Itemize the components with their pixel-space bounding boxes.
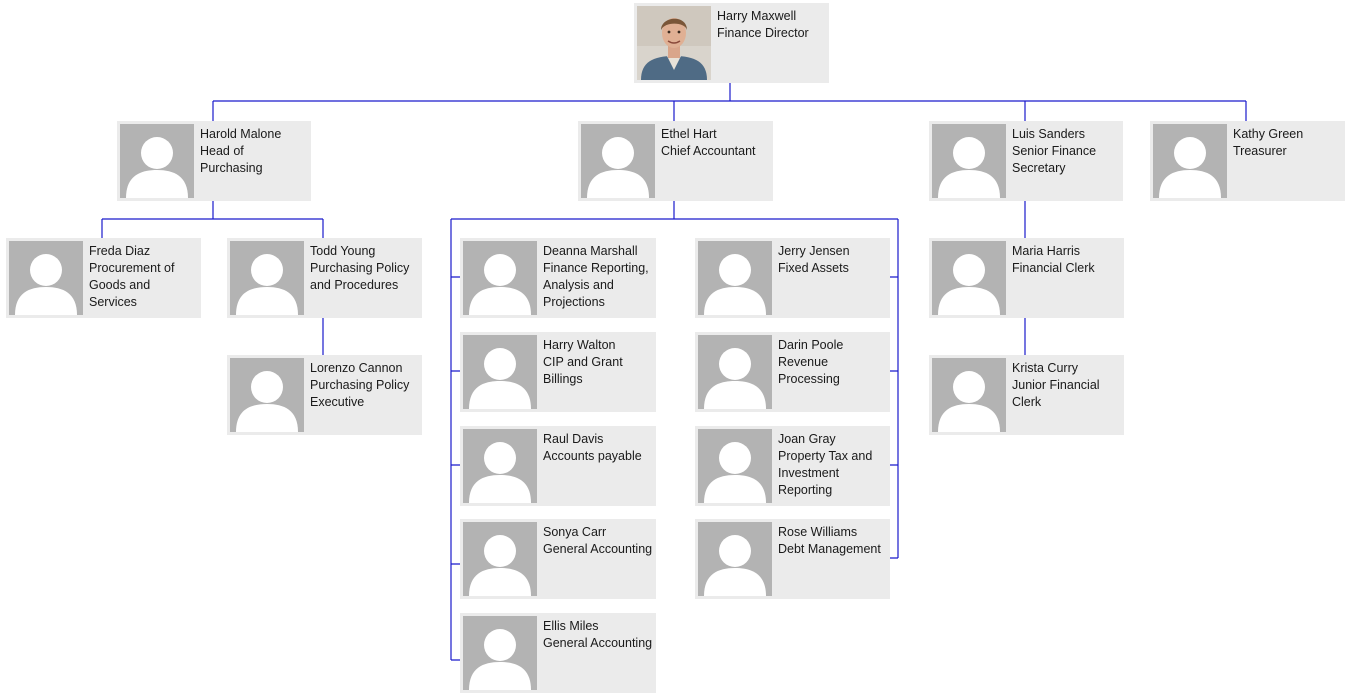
employee-title: Purchasing Policy Executive (310, 378, 410, 409)
avatar-placeholder-icon (698, 522, 772, 596)
avatar-placeholder-icon (463, 429, 537, 503)
employee-name: Sonya Carr (543, 525, 607, 539)
avatar-placeholder-icon (463, 616, 537, 690)
employee-title: Finance Reporting, Analysis and Projecti… (543, 261, 649, 309)
employee-name: Ethel Hart (661, 127, 717, 141)
employee-title: Accounts payable (543, 449, 642, 463)
employee-name: Harold Malone (200, 127, 282, 141)
employee-name: Deanna Marshall (543, 244, 638, 258)
employee-title: General Accounting (543, 542, 653, 556)
employee-title: CIP and Grant Billings (543, 355, 623, 386)
employee-name: Darin Poole (778, 338, 844, 352)
employee-name: Harry Walton (543, 338, 616, 352)
employee-name: Luis Sanders (1012, 127, 1085, 141)
employee-name: Lorenzo Cannon (310, 361, 403, 375)
employee-name: Ellis Miles (543, 619, 599, 633)
employee-title: General Accounting (543, 636, 653, 650)
avatar-placeholder-icon (463, 335, 537, 409)
employee-title: Treasurer (1233, 144, 1287, 158)
avatar-placeholder-icon (698, 241, 772, 315)
employee-title: Chief Accountant (661, 144, 756, 158)
employee-title: Head of Purchasing (200, 144, 263, 175)
employee-title: Procurement of Goods and Services (89, 261, 175, 309)
connector-director-bus (212, 82, 1247, 121)
employee-title: Revenue Processing (778, 355, 840, 386)
avatar-placeholder-icon (932, 241, 1006, 315)
avatar-placeholder-icon (698, 335, 772, 409)
employee-name: Joan Gray (778, 432, 836, 446)
avatar-placeholder-icon (463, 522, 537, 596)
avatar-placeholder-icon (463, 241, 537, 315)
avatar-placeholder-icon (698, 429, 772, 503)
employee-title: Property Tax and Investment Reporting (778, 449, 873, 497)
employee-title: Financial Clerk (1012, 261, 1095, 275)
employee-name: Raul Davis (543, 432, 604, 446)
avatar-placeholder-icon (581, 124, 655, 198)
employee-title: Debt Management (778, 542, 881, 556)
employee-name: Harry Maxwell (717, 9, 797, 23)
employee-name: Todd Young (310, 244, 376, 258)
employee-title: Finance Director (717, 26, 809, 40)
employee-name: Freda Diaz (89, 244, 151, 258)
avatar-placeholder-icon (9, 241, 83, 315)
employee-name: Rose Williams (778, 525, 858, 539)
employee-title: Senior Finance Secretary (1012, 144, 1097, 175)
avatar-placeholder-icon (1153, 124, 1227, 198)
employee-name: Krista Curry (1012, 361, 1078, 375)
employee-title: Fixed Assets (778, 261, 849, 275)
avatar-placeholder-icon (932, 358, 1006, 432)
avatar-placeholder-icon (932, 124, 1006, 198)
employee-title: Junior Financial Clerk (1012, 378, 1100, 409)
employee-name: Kathy Green (1233, 127, 1304, 141)
employee-name: Jerry Jensen (778, 244, 850, 258)
user-photo (637, 6, 711, 80)
avatar-placeholder-icon (120, 124, 194, 198)
avatar-placeholder-icon (230, 241, 304, 315)
employee-title: Purchasing Policy and Procedures (310, 261, 410, 292)
employee-name: Maria Harris (1012, 244, 1081, 258)
avatar-placeholder-icon (230, 358, 304, 432)
